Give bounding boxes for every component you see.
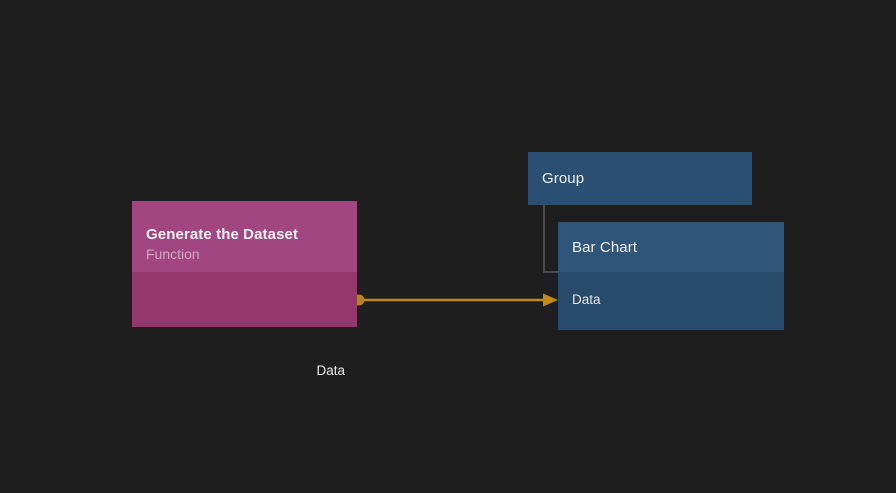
output-port-label: Data	[316, 363, 345, 378]
node-subtitle: Function	[146, 245, 200, 262]
group-hierarchy-bracket	[543, 205, 559, 273]
node-body[interactable]: Data	[132, 272, 357, 378]
node-body[interactable]: Data	[558, 272, 784, 330]
input-port-data[interactable]: Data	[558, 289, 784, 311]
node-title: Generate the Dataset	[146, 225, 299, 243]
node-header[interactable]: Generate the Dataset Function	[132, 201, 357, 272]
node-bar-chart[interactable]: Bar Chart Data	[558, 222, 784, 330]
node-title: Bar Chart	[572, 238, 638, 256]
input-port-label: Data	[572, 292, 601, 307]
output-port-data[interactable]: Data	[132, 360, 357, 382]
node-title: Group	[542, 170, 585, 187]
node-header[interactable]: Bar Chart	[558, 222, 784, 272]
node-group[interactable]: Group	[528, 152, 752, 205]
edge-data-connection[interactable]	[353, 293, 559, 307]
node-generate-the-dataset[interactable]: Generate the Dataset Function Data	[132, 201, 357, 378]
edge-arrowhead-icon	[543, 293, 558, 307]
